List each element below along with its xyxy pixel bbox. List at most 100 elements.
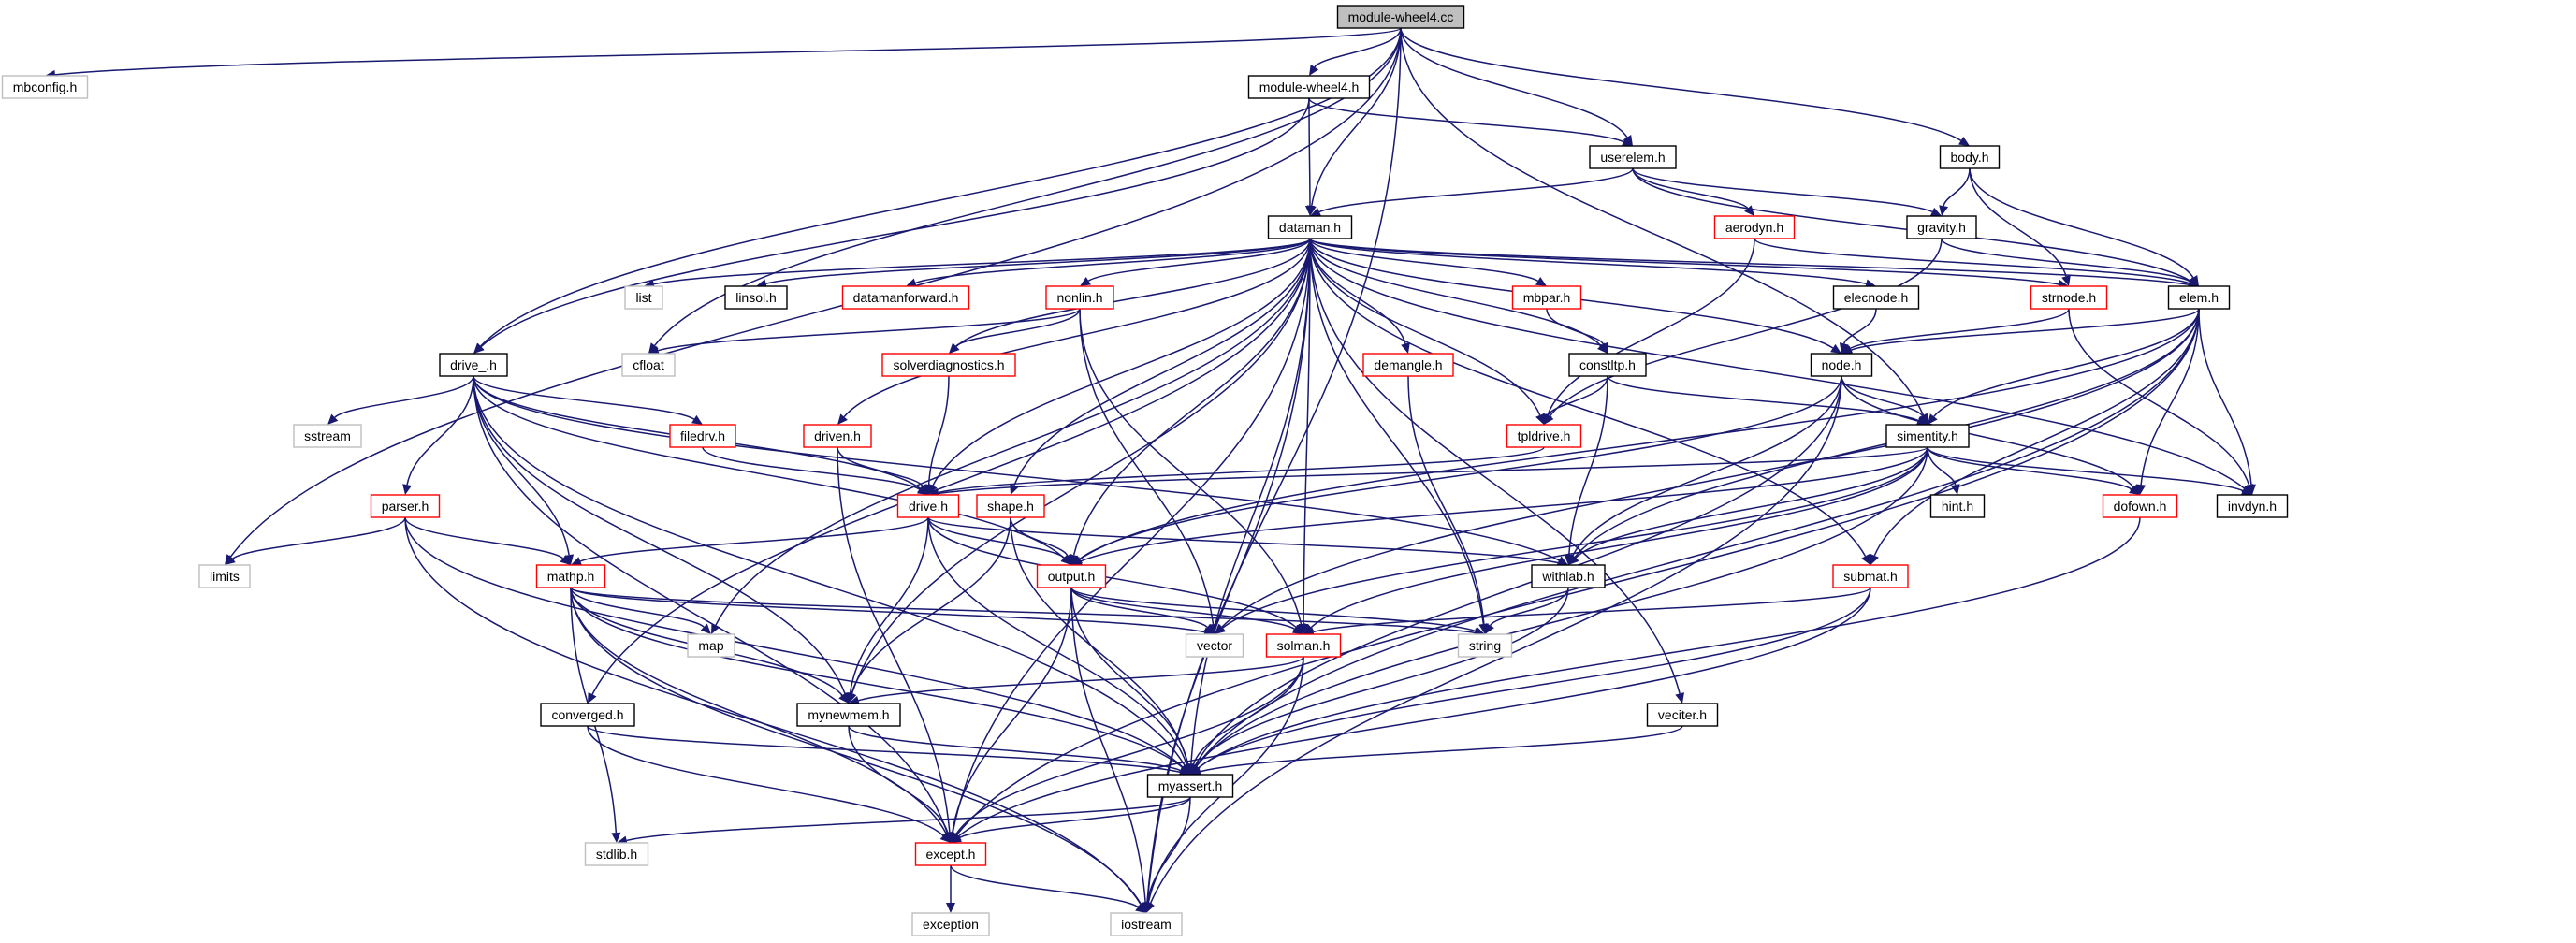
node-gravity-h[interactable]: gravity.h bbox=[1906, 215, 1977, 239]
node-limits[interactable]: limits bbox=[198, 564, 251, 588]
node-mynewmem-h[interactable]: mynewmem.h bbox=[796, 703, 901, 727]
node-myassert-h[interactable]: myassert.h bbox=[1146, 774, 1234, 798]
node-submat-h[interactable]: submat.h bbox=[1832, 564, 1909, 588]
node-elecnode-h[interactable]: elecnode.h bbox=[1832, 285, 1920, 310]
node-box bbox=[2030, 285, 2108, 310]
node-output-h[interactable]: output.h bbox=[1036, 564, 1107, 588]
node-map[interactable]: map bbox=[687, 633, 735, 658]
node-label: dataman.h bbox=[1279, 220, 1341, 235]
node-parser-h[interactable]: parser.h bbox=[370, 494, 441, 518]
node-label: stdlib.h bbox=[596, 847, 637, 862]
node-label: tpldrive.h bbox=[1518, 428, 1571, 443]
edge-elem-h-to-submat-h bbox=[1870, 308, 2200, 565]
node-label: elem.h bbox=[2179, 290, 2219, 305]
edge-strnode-h-to-invdyn-h bbox=[2068, 308, 2254, 495]
node-label: node.h bbox=[1822, 357, 1862, 372]
node-box bbox=[1713, 215, 1796, 239]
node-label: veciter.h bbox=[1658, 707, 1707, 722]
node-hint-h[interactable]: hint.h bbox=[1929, 494, 1986, 518]
edge-demangle-h-to-string bbox=[1407, 375, 1489, 634]
node-sstream[interactable]: sstream bbox=[293, 424, 362, 448]
node-except-h[interactable]: except.h bbox=[914, 842, 987, 866]
node-box bbox=[1185, 633, 1244, 658]
node-demangle-h[interactable]: demangle.h bbox=[1362, 353, 1454, 377]
node-userelem-h[interactable]: userelem.h bbox=[1589, 145, 1677, 169]
node-label: invdyn.h bbox=[2228, 499, 2277, 514]
node-withlab-h[interactable]: withlab.h bbox=[1531, 564, 1606, 588]
edge-dataman-h-to-tpldrive-h bbox=[1309, 238, 1545, 425]
node-datamanforward-h[interactable]: datamanforward.h bbox=[841, 285, 970, 310]
node-aerodyn-h[interactable]: aerodyn.h bbox=[1713, 215, 1796, 239]
node-box bbox=[881, 353, 1016, 377]
node-label: exception bbox=[923, 917, 979, 932]
edge-elem-h-to-dofown-h bbox=[2136, 308, 2200, 495]
edge-myassert-h-to-iostream bbox=[1142, 796, 1191, 913]
edge-except-h-to-iostream bbox=[950, 864, 1146, 913]
edge-dataman-h-to-elecnode-h bbox=[1309, 238, 1876, 289]
edge-veciter-h-to-myassert-h bbox=[1190, 725, 1683, 776]
edge-withlab-h-to-string bbox=[1485, 587, 1569, 634]
node-box bbox=[687, 633, 735, 658]
node-tpldrive-h[interactable]: tpldrive.h bbox=[1506, 424, 1582, 448]
edge-body-h-to-elem-h bbox=[1969, 167, 2199, 286]
node-dataman-h[interactable]: dataman.h bbox=[1267, 215, 1353, 239]
node-solman-h[interactable]: solman.h bbox=[1265, 633, 1342, 658]
node-solverdiagnostics-h[interactable]: solverdiagnostics.h bbox=[881, 353, 1016, 377]
node-dofown-h[interactable]: dofown.h bbox=[2102, 494, 2178, 518]
edge-driven-h-to-drive-h bbox=[837, 446, 928, 495]
node-label: myassert.h bbox=[1158, 778, 1222, 793]
node-cfloat[interactable]: cfloat bbox=[621, 353, 676, 377]
node-string[interactable]: string bbox=[1457, 633, 1513, 658]
edge-module-wheel4-cc-to-dataman-h bbox=[1306, 27, 1402, 216]
node-driven-h[interactable]: driven.h bbox=[803, 424, 872, 448]
node-box bbox=[1939, 145, 2001, 169]
node-module-wheel4-cc[interactable]: module-wheel4.cc bbox=[1336, 5, 1465, 29]
node-filedrv-h[interactable]: filedrv.h bbox=[669, 424, 736, 448]
node-box bbox=[2167, 285, 2231, 310]
node-simentity-h[interactable]: simentity.h bbox=[1885, 424, 1970, 448]
node-list[interactable]: list bbox=[624, 285, 663, 310]
edge-module-wheel4-h-to-userelem-h bbox=[1308, 97, 1633, 147]
node-elem-h[interactable]: elem.h bbox=[2167, 285, 2231, 310]
node-constltp-h[interactable]: constltp.h bbox=[1568, 353, 1647, 377]
node-strnode-h[interactable]: strnode.h bbox=[2030, 285, 2108, 310]
node-mbconfig-h[interactable]: mbconfig.h bbox=[1, 75, 89, 99]
node-iostream[interactable]: iostream bbox=[1110, 912, 1183, 936]
node-mbpar-h[interactable]: mbpar.h bbox=[1511, 285, 1582, 310]
node-nonlin-h[interactable]: nonlin.h bbox=[1045, 285, 1114, 310]
node-label: iostream bbox=[1121, 917, 1172, 932]
node-converged-h[interactable]: converged.h bbox=[540, 703, 635, 727]
node-module-wheel4-h[interactable]: module-wheel4.h bbox=[1247, 75, 1371, 99]
node-invdyn-h[interactable]: invdyn.h bbox=[2216, 494, 2289, 518]
node-box bbox=[1362, 353, 1454, 377]
node-veciter-h[interactable]: veciter.h bbox=[1646, 703, 1719, 727]
edge-output-h-to-except-h bbox=[947, 587, 1072, 843]
node-exception[interactable]: exception bbox=[911, 912, 990, 936]
edge-userelem-h-to-dataman-h bbox=[1310, 167, 1634, 217]
node-node-h[interactable]: node.h bbox=[1810, 353, 1873, 377]
node-drive-h[interactable]: drive_.h bbox=[439, 353, 508, 377]
node-drive-h[interactable]: drive.h bbox=[896, 494, 960, 518]
node-label: strnode.h bbox=[2042, 290, 2096, 305]
edge-submat-h-to-solman-h bbox=[1303, 587, 1871, 637]
node-label: mynewmem.h bbox=[808, 707, 889, 722]
node-box bbox=[370, 494, 441, 518]
node-linsol-h[interactable]: linsol.h bbox=[724, 285, 788, 310]
node-stdlib-h[interactable]: stdlib.h bbox=[584, 842, 649, 866]
node-box bbox=[584, 842, 649, 866]
edge-constltp-h-to-simentity-h bbox=[1607, 375, 1928, 425]
node-mathp-h[interactable]: mathp.h bbox=[535, 564, 606, 588]
edge-dataman-h-to-veciter-h bbox=[1309, 238, 1684, 704]
node-shape-h[interactable]: shape.h bbox=[976, 494, 1045, 518]
edge-drive-h-to-mathp-h bbox=[473, 375, 575, 565]
node-body-h[interactable]: body.h bbox=[1939, 145, 2001, 169]
node-label: except.h bbox=[926, 847, 976, 862]
edge-module-wheel4-cc-to-body-h bbox=[1400, 27, 1970, 146]
edge-mathp-h-to-vector bbox=[570, 587, 1215, 637]
node-box bbox=[2216, 494, 2289, 518]
node-box bbox=[1036, 564, 1107, 588]
node-vector[interactable]: vector bbox=[1185, 633, 1244, 658]
edge-parser-h-to-mathp-h bbox=[404, 516, 571, 565]
node-box bbox=[1589, 145, 1677, 169]
edge-output-h-to-string bbox=[1070, 587, 1485, 636]
